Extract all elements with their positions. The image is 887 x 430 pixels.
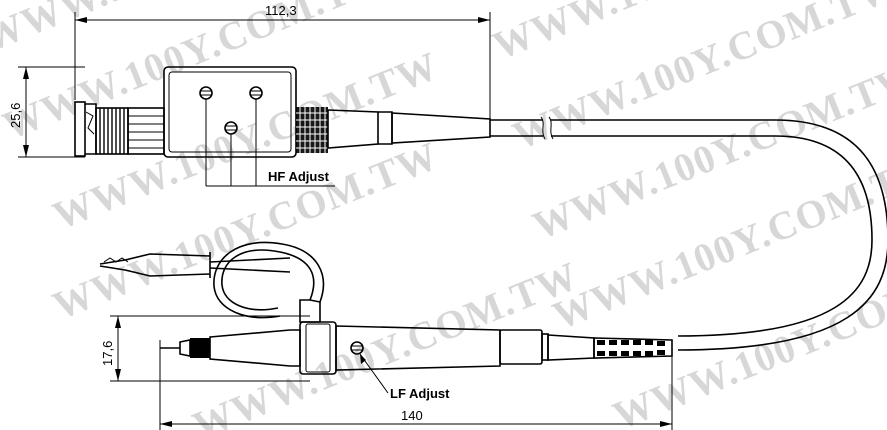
watermark-text: WWW.100Y.COM.TW xyxy=(187,253,585,430)
connector-height-label: 25,6 xyxy=(8,103,23,128)
ribbed-boot xyxy=(593,337,673,359)
tip-knurl xyxy=(190,338,210,358)
ground-lead xyxy=(99,241,325,323)
box-knurled-neck xyxy=(296,107,328,153)
total-length-label: 112,3 xyxy=(265,3,297,18)
lf-adjust-leader: LF Adjust xyxy=(359,353,450,401)
probe-length-label: 140 xyxy=(401,408,423,423)
hf-trimmer-left xyxy=(199,86,213,100)
probe-body xyxy=(160,321,673,375)
dimension-connector-height: 25,6 xyxy=(8,66,85,158)
probe-diameter-label: 17,6 xyxy=(100,341,115,366)
lf-trimmer xyxy=(350,341,364,355)
dimension-probe-length: 140 xyxy=(159,340,673,430)
compensation-box xyxy=(163,66,491,158)
dimension-probe-diameter: 17,6 xyxy=(100,315,310,382)
lf-adjust-label: LF Adjust xyxy=(390,386,450,401)
hf-adjust-label: HF Adjust xyxy=(268,169,330,184)
bnc-connector xyxy=(74,101,165,157)
cable xyxy=(490,116,887,351)
hf-trimmer-right xyxy=(249,86,263,100)
dimension-total-length: 112,3 xyxy=(74,3,491,120)
hf-adjust-leader: HF Adjust xyxy=(205,99,335,187)
knurl-hatch xyxy=(99,108,125,154)
